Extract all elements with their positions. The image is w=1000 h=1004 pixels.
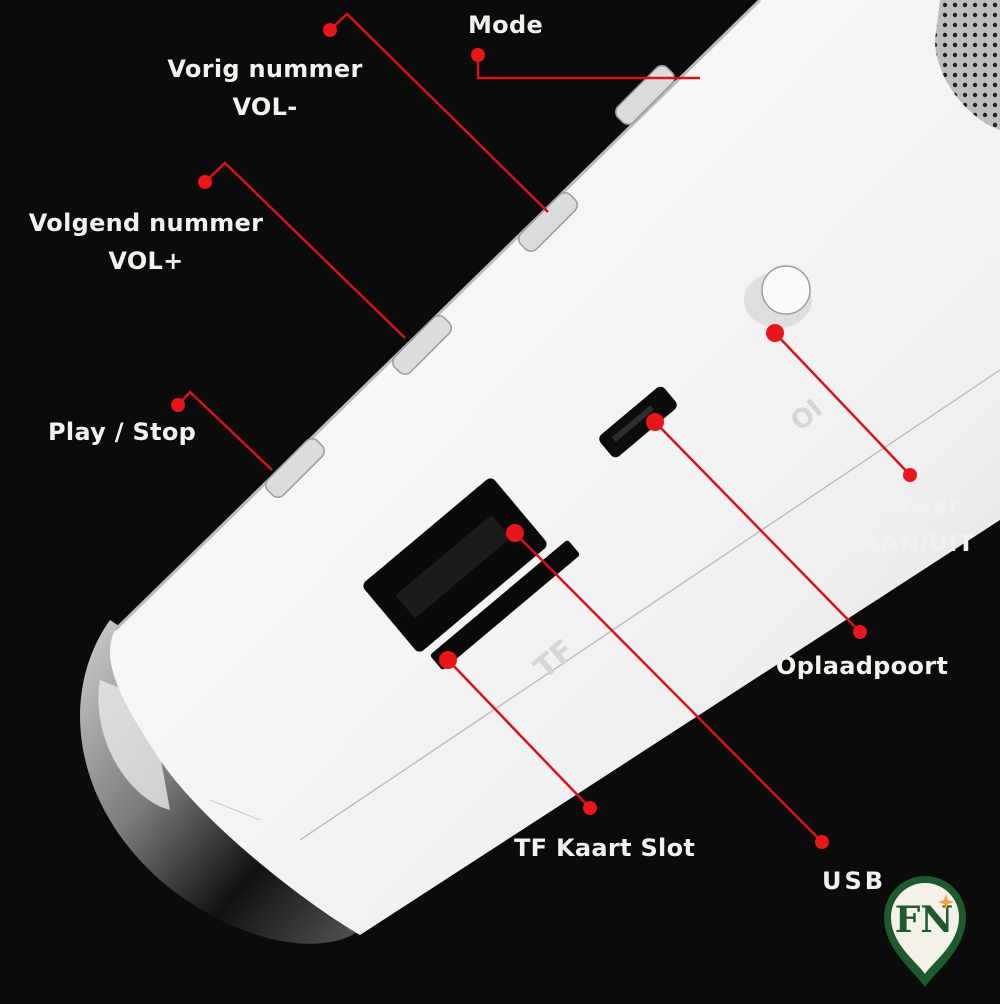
callout-label-mode: Mode [468, 6, 543, 44]
callout-label-tf: TF Kaart Slot [514, 829, 695, 867]
callout-label-prev: Vorig nummer VOL- [158, 50, 372, 126]
charging-port [599, 386, 677, 458]
prev-button [518, 192, 578, 252]
mode-button [615, 65, 675, 125]
callout-dots [171, 23, 917, 849]
tf-callout-line [447, 659, 591, 809]
microphone-body [110, 0, 1000, 935]
play-button [265, 438, 325, 498]
label-line: USB [822, 867, 887, 895]
label-line: Vorig nummer [167, 55, 363, 83]
star-icon [938, 894, 954, 910]
label-line: Power [875, 491, 961, 519]
label-line: Oplaadpoort [776, 652, 949, 680]
speaker-grille [935, 0, 1000, 130]
mode-callout-line [476, 55, 700, 80]
callout-label-power: Power AAN/UIT [848, 486, 988, 562]
label-line: Volgend nummer [28, 209, 264, 237]
label-line: AAN/UIT [861, 529, 975, 557]
charge-callout-line [654, 421, 861, 633]
label-line: TF Kaart Slot [514, 834, 696, 862]
callout-label-next: Volgend nummer VOL+ [26, 204, 266, 280]
tf-card-slot [430, 540, 580, 670]
next-callout-line [204, 161, 406, 339]
power-callout-line [774, 332, 911, 476]
prev-callout-line [329, 12, 549, 213]
side-buttons [265, 65, 675, 498]
usb-port [363, 478, 547, 652]
power-button [744, 265, 812, 328]
callout-label-usb: USB [822, 862, 886, 900]
label-line: Mode [468, 11, 544, 39]
brand-logo-pin-icon: FN [884, 876, 966, 987]
usb-callout-line [514, 532, 823, 843]
logo-text: FN [895, 899, 953, 941]
callout-label-charge: Oplaadpoort [776, 647, 948, 685]
callout-label-play: Play / Stop [48, 413, 196, 451]
next-button [392, 315, 452, 375]
label-line: VOL- [232, 93, 298, 121]
callout-lines [177, 12, 911, 843]
label-line: VOL+ [108, 247, 184, 275]
label-line: Play / Stop [48, 418, 197, 446]
